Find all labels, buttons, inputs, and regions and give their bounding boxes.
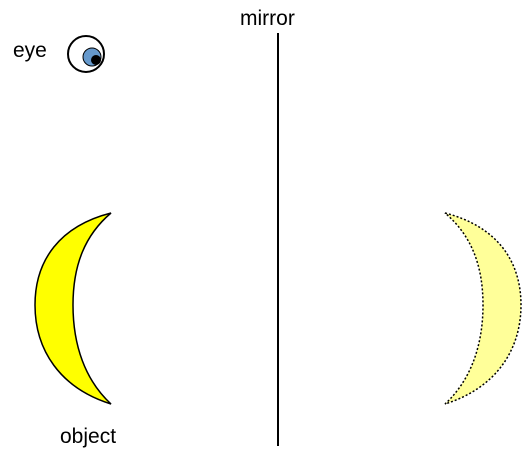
eye-icon: [68, 36, 104, 72]
image-crescent: [445, 213, 521, 404]
object-crescent: [35, 213, 111, 404]
object-label: object: [60, 425, 116, 448]
mirror-label: mirror: [240, 7, 295, 30]
eye-pupil: [91, 55, 101, 65]
eye-label: eye: [13, 39, 47, 62]
